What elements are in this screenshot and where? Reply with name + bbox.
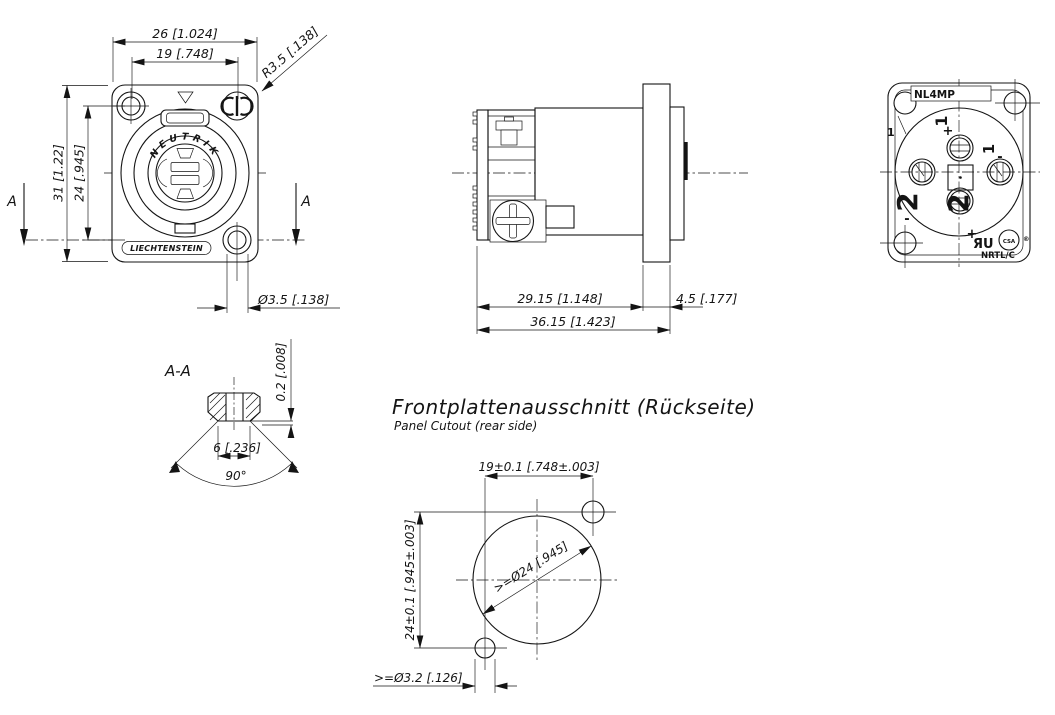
svg-text:>=Ø3.2 [.126]: >=Ø3.2 [.126] — [374, 671, 463, 685]
dim-height-outer: 31 [1.22] — [51, 84, 108, 263]
model-label-box — [910, 85, 992, 102]
rear-hole-bottom-left — [880, 225, 923, 268]
side-flange — [642, 83, 671, 263]
latch-tab-inner — [166, 112, 204, 124]
orientation-triangle-marker — [177, 91, 194, 104]
mounting-hole-bottom-right — [222, 222, 252, 281]
terminal-right — [986, 158, 1014, 186]
section-label: A-A — [164, 362, 191, 380]
rear-view: NL4MP 1 1 + 1 - 2 — [880, 79, 1040, 268]
panel-cutout-view: Frontplattenausschnitt (Rückseite) Panel… — [373, 395, 756, 693]
section-marker-left: A — [6, 183, 28, 246]
side-terminal-screw — [489, 199, 547, 243]
svg-text:Ø3.5 [.138]: Ø3.5 [.138] — [257, 292, 329, 307]
certification-marks: ЯU CSA ® NRTL/C — [973, 229, 1030, 261]
dim-body-depth: 29.15 [1.148] — [476, 246, 644, 334]
csa-logo-text: CSA — [1003, 239, 1016, 245]
dim-hole-width: 6 [.236] — [213, 426, 261, 460]
side-front-face — [669, 106, 685, 241]
svg-text:24 [.945]: 24 [.945] — [72, 144, 87, 202]
terminal-top — [946, 134, 974, 162]
front-view: NEUTRIK LI — [6, 23, 340, 313]
side-serrations — [472, 111, 478, 231]
registered-mark: ® — [1023, 235, 1030, 243]
svg-text:R3.5 [.138]: R3.5 [.138] — [258, 23, 321, 80]
svg-text:6 [.236]: 6 [.236] — [213, 441, 261, 455]
section-marker-right: A — [292, 183, 311, 246]
dim-total-depth: 36.15 [1.423] — [476, 314, 671, 334]
section-aa-view: A-A 0.2 [.008] 6 [.236] 90° — [164, 339, 299, 487]
dim-width-holes: 19 [.748] — [131, 46, 239, 99]
origin-plate: LIECHTENSTEIN — [121, 241, 212, 255]
connector-band-inner — [155, 143, 215, 203]
marking-bottom-sign: + — [967, 227, 978, 242]
svg-text:4.5 [.177]: 4.5 [.177] — [676, 291, 738, 306]
side-latch-detail — [495, 116, 523, 146]
svg-text:0.2 [.008]: 0.2 [.008] — [274, 342, 288, 401]
terminal-left — [908, 158, 936, 186]
bottom-key-tab — [174, 223, 196, 234]
section-hatching — [207, 392, 261, 422]
side-rear-plate — [476, 109, 489, 241]
pin1-marker: 1 — [887, 126, 895, 139]
svg-text:36.15 [1.423]: 36.15 [1.423] — [530, 314, 615, 329]
dim-width-outer: 26 [1.024] — [112, 26, 258, 82]
origin-plate-label: LIECHTENSTEIN — [130, 244, 203, 253]
front-flange-outline — [111, 84, 259, 263]
neutrik-logo-icon — [220, 96, 254, 116]
svg-text:29.15 [1.148]: 29.15 [1.148] — [517, 291, 602, 306]
marking-top-num: 1 — [932, 115, 951, 126]
dim-corner-radius: R3.5 [.138] — [258, 23, 328, 92]
marking-left-num: 2 — [891, 192, 924, 211]
ul-recognized-icon: ЯU — [973, 237, 994, 252]
connector-band-outer — [147, 135, 223, 211]
marking-top-sign: + — [943, 124, 954, 139]
side-solder-lug — [545, 205, 575, 229]
dim-cutout-small-dia: >=Ø3.2 [.126] — [373, 659, 517, 693]
dim-chamfer-angle: 90° — [169, 420, 299, 487]
cutout-title-de: Frontplattenausschnitt (Rückseite) — [392, 395, 756, 419]
terminal-markings: 1 + 1 - 2 - 2 + — [891, 115, 1003, 242]
dim-height-holes: 24 [.945] — [72, 105, 125, 241]
cutout-title-en: Panel Cutout (rear side) — [394, 419, 537, 433]
side-view: 29.15 [1.148] 4.5 [.177] 36.15 [1.423] — [452, 83, 748, 334]
svg-text:26 [1.024]: 26 [1.024] — [152, 26, 218, 41]
side-front-latch-bar — [684, 142, 688, 180]
rear-hole-top-left — [893, 91, 917, 115]
dim-cutout-height: 24±0.1 [.945±.003] — [403, 511, 616, 649]
dim-edge-offset: 0.2 [.008] — [274, 339, 295, 438]
model-label: NL4MP — [914, 89, 955, 101]
connector-outer-circle — [120, 108, 250, 238]
terminal-bottom — [946, 187, 974, 215]
csa-logo-icon — [998, 229, 1020, 251]
marking-right-num: 1 — [980, 144, 998, 154]
rear-hole-top-right — [995, 79, 1040, 121]
center-contacts — [157, 148, 213, 199]
svg-text:A: A — [6, 194, 17, 210]
svg-text:90°: 90° — [225, 469, 246, 483]
dim-mount-hole-dia: Ø3.5 [.138] — [197, 254, 340, 313]
dim-flange-thickness: 4.5 [.177] — [643, 265, 738, 334]
center-key-square — [947, 164, 974, 191]
nrtl-label: NRTL/C — [981, 251, 1015, 261]
mounting-hole-top-right — [220, 91, 254, 121]
marking-right-sign: - — [997, 150, 1002, 165]
marking-left-sign: - — [904, 212, 909, 227]
svg-text:A: A — [300, 194, 311, 210]
marking-bottom-num: 2 — [942, 193, 975, 212]
svg-text:>=Ø24 [.945]: >=Ø24 [.945] — [491, 539, 571, 596]
svg-text:19 [.748]: 19 [.748] — [156, 46, 214, 61]
svg-text:24±0.1 [.945±.003]: 24±0.1 [.945±.003] — [403, 519, 417, 640]
svg-text:31 [1.22]: 31 [1.22] — [51, 144, 66, 202]
svg-text:19±0.1 [.748±.003]: 19±0.1 [.748±.003] — [478, 460, 599, 474]
